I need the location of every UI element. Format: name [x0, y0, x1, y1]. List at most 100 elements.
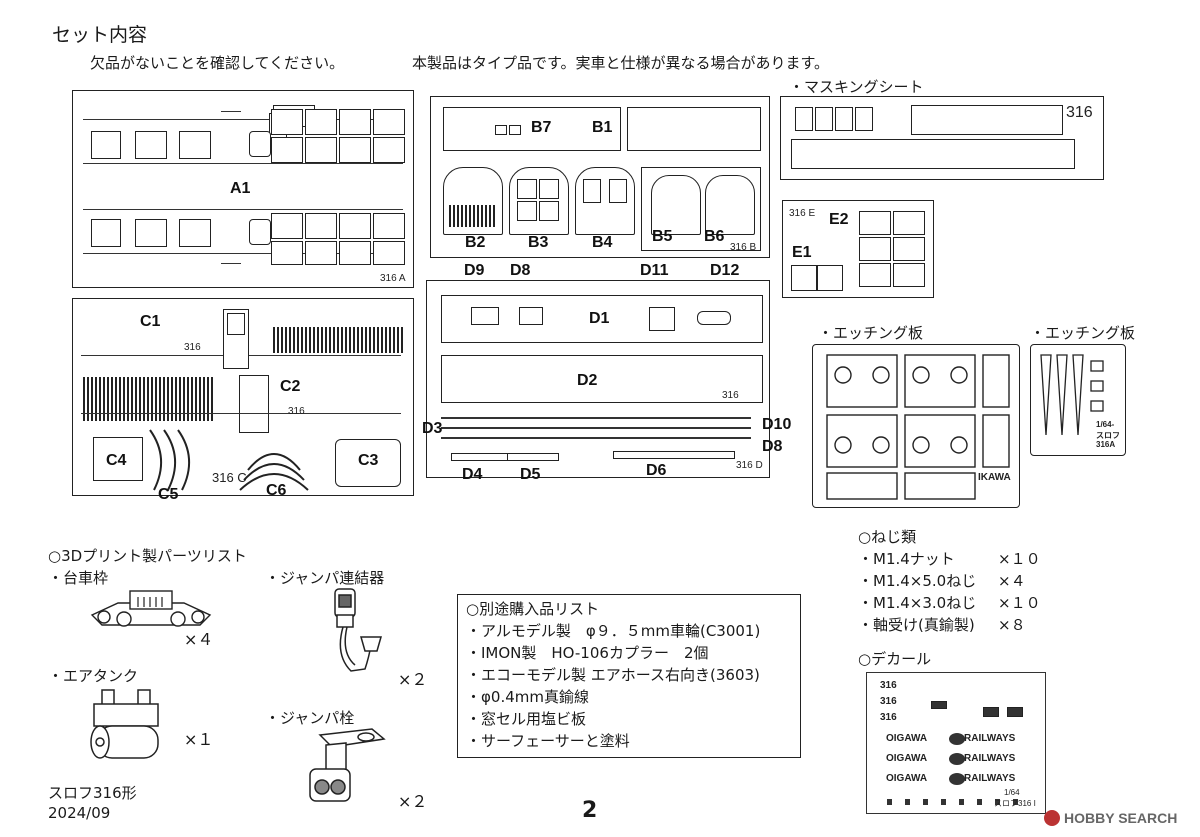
part-d2-label: D2 — [577, 372, 598, 389]
screw-name-2: ・M1.4×5.0ねじ — [858, 572, 977, 590]
part-d8b-label: D8 — [762, 438, 783, 455]
sheet-b-code: 316 B — [730, 242, 757, 253]
decal-model: スロフ316 I — [994, 799, 1036, 808]
part-b6-label: B6 — [704, 228, 725, 245]
part-d1-label: D1 — [589, 310, 610, 327]
print-part-name-3: ・エアタンク — [48, 667, 139, 685]
part-e2-label: E2 — [829, 211, 849, 228]
print-parts-title: ○3Dプリント製パーツリスト — [48, 547, 247, 565]
screws-title: ○ねじ類 — [858, 528, 917, 546]
part-d8-label: D8 — [510, 262, 531, 279]
sheet-b — [430, 96, 770, 258]
part-d6-label: D6 — [646, 462, 667, 479]
sheet-c — [72, 298, 414, 496]
purchase-item-1: ・アルモデル製 φ９．５mm車輪(C3001) — [466, 622, 761, 640]
part-c6-label: C6 — [266, 482, 287, 499]
jumper-coupler-drawing — [334, 588, 382, 672]
part-c1-label: C1 — [140, 313, 161, 330]
decal-brand-left-2: OIGAWA — [886, 753, 928, 764]
screw-qty-3: ×１０ — [998, 594, 1041, 612]
decal-brand-left-3: OIGAWA — [886, 773, 928, 784]
etching-brand: IKAWA — [978, 472, 1011, 483]
part-b1-label: B1 — [592, 119, 613, 136]
screw-name-3: ・M1.4×3.0ねじ — [858, 594, 977, 612]
etching-plate-label-2: ・エッチング板 — [1030, 324, 1136, 342]
decal-row-2: 316 — [880, 696, 897, 707]
masking-sheet-code: 316 — [1066, 104, 1093, 121]
masking-sheet — [780, 96, 1104, 180]
bogie-frame-drawing — [90, 590, 212, 627]
print-part-qty-3: ×１ — [184, 730, 214, 749]
decal-row-3: 316 — [880, 712, 897, 723]
part-d3-label: D3 — [422, 420, 443, 437]
page-title: セット内容 — [52, 24, 148, 46]
decal-brand-right-2: RAILWAYS — [964, 753, 1016, 764]
footer-date: 2024/09 — [48, 804, 111, 822]
etching-plate-2 — [1030, 344, 1126, 456]
part-c5-label: C5 — [158, 486, 179, 503]
missing-parts-note: 欠品がないことを確認してください。 — [90, 54, 345, 72]
purchase-item-3: ・エコーモデル製 エアホース右向き(3603) — [466, 666, 760, 684]
watermark-logo-icon — [1044, 810, 1060, 826]
part-c4-label: C4 — [106, 452, 127, 469]
print-part-qty-1: ×４ — [184, 630, 214, 649]
sheet-d-code: 316 D — [736, 460, 763, 471]
type-product-note: 本製品はタイプ品です。実車と仕様が異なる場合があります。 — [412, 54, 830, 72]
etching-scale: 1/64- — [1096, 420, 1115, 429]
part-b7-label: B7 — [531, 119, 552, 136]
part-b2-label: B2 — [465, 234, 486, 251]
sheet-e-code: 316 E — [789, 208, 816, 219]
screw-name-1: ・M1.4ナット — [858, 550, 955, 568]
part-d11-label: D11 — [640, 262, 669, 279]
decal-sheet — [866, 672, 1046, 814]
part-d9-label: D9 — [464, 262, 485, 279]
etching-plate-label-1: ・エッチング板 — [818, 324, 924, 342]
sheet-d — [426, 280, 770, 478]
sheet-a-code: 316 A — [380, 273, 406, 284]
part-b5-label: B5 — [652, 228, 673, 245]
etching-model: スロフ — [1096, 431, 1120, 440]
decal-brand-left-1: OIGAWA — [886, 733, 928, 744]
masking-sheet-label: ・マスキングシート — [789, 78, 924, 96]
jumper-plug-drawing — [309, 728, 386, 802]
part-b3-label: B3 — [528, 234, 549, 251]
purchase-item-4: ・φ0.4mm真鍮線 — [466, 688, 589, 706]
part-b4-label: B4 — [592, 234, 613, 251]
print-part-qty-2: ×２ — [398, 670, 428, 689]
footer-model-name: スロフ316形 — [48, 784, 137, 802]
sheet-e — [782, 200, 934, 298]
part-e1-label: E1 — [792, 244, 812, 261]
decal-brand-right-1: RAILWAYS — [964, 733, 1016, 744]
decal-brand-right-3: RAILWAYS — [964, 773, 1016, 784]
decal-scale: 1/64 — [1004, 788, 1020, 797]
sheet-a — [72, 90, 414, 288]
c5-c6-arcs — [149, 429, 309, 491]
part-d4-label: D4 — [462, 466, 483, 483]
part-d5-label: D5 — [520, 466, 541, 483]
screw-name-4: ・軸受け(真鍮製) — [858, 616, 975, 634]
purchase-list-box — [457, 594, 801, 758]
watermark-text: HOBBY SEARCH — [1064, 810, 1178, 826]
part-c1-number: 316 — [184, 342, 201, 353]
etching-number: 316A — [1096, 440, 1116, 449]
sheet-c-code: 316 C — [212, 470, 247, 485]
purchase-item-2: ・IMON製 HO-106カプラー 2個 — [466, 644, 709, 662]
page-number: 2 — [582, 798, 598, 823]
decal-row-1: 316 — [880, 680, 897, 691]
print-part-name-4: ・ジャンパ栓 — [265, 709, 355, 727]
part-d12-label: D12 — [710, 262, 740, 279]
screw-qty-2: ×４ — [998, 572, 1026, 590]
print-part-name-2: ・ジャンパ連結器 — [265, 569, 385, 587]
air-tank-drawing — [90, 689, 159, 759]
purchase-item-6: ・サーフェーサーと塗料 — [466, 732, 630, 750]
print-part-name-1: ・台車枠 — [48, 569, 109, 587]
part-d10-label: D10 — [762, 416, 792, 433]
screw-qty-1: ×１０ — [998, 550, 1041, 568]
part-c2-label: C2 — [280, 378, 301, 395]
purchase-list-title: ○別途購入品リスト — [466, 600, 600, 618]
part-c3-label: C3 — [358, 452, 379, 469]
part-a1-label: A1 — [230, 180, 251, 197]
print-part-qty-4: ×２ — [398, 792, 428, 811]
part-c2-number: 316 — [288, 406, 305, 417]
part-d-number: 316 — [722, 390, 739, 401]
